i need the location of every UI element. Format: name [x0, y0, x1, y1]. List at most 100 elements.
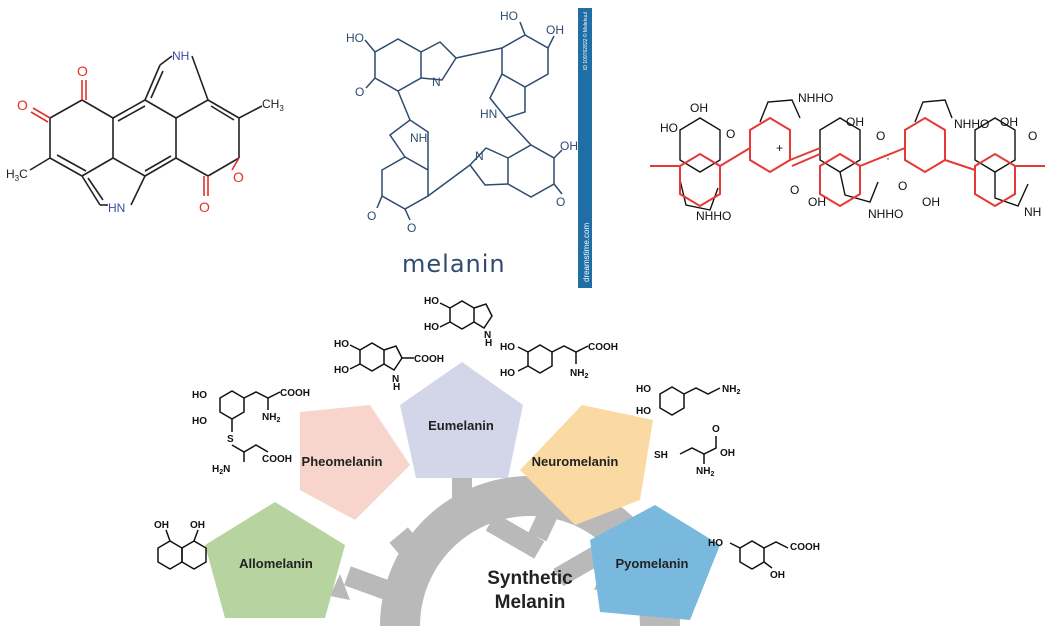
- polymer-nhho-2: NHHO: [798, 91, 833, 105]
- svg-text:H3C: H3C: [6, 167, 28, 183]
- dhica-ho-1: HO: [334, 339, 349, 350]
- dopa-nh: NH: [570, 368, 584, 379]
- polymer-oh-3: OH: [808, 195, 826, 209]
- dopa-nh-sub: 2: [584, 373, 588, 380]
- dhi-h: H: [485, 338, 492, 349]
- svg-text:O: O: [77, 63, 88, 79]
- svg-text:CH3: CH3: [262, 97, 284, 113]
- melanin-ho-1: HO: [346, 31, 364, 45]
- cysteine-o: O: [712, 424, 720, 435]
- svg-text:NH2: NH2: [262, 412, 280, 424]
- cys-s: S: [227, 434, 234, 445]
- structure-a-molecule: O O O O NH HN CH3 H3C: [6, 49, 284, 215]
- watermark-id: ID 109762822 © Molekuul: [582, 12, 589, 70]
- hga-cooh: COOH: [790, 542, 820, 553]
- dhica-cooh: COOH: [414, 354, 444, 365]
- polymer-ho-1: HO: [660, 121, 678, 135]
- melanin-o-3: O: [367, 209, 376, 223]
- dopamine-ho-1: HO: [636, 384, 651, 395]
- pheomelanin-pentagon: [300, 405, 410, 520]
- svg-text:O: O: [17, 97, 28, 113]
- cysteine-sh: SH: [654, 450, 668, 461]
- cys-ho-1: HO: [192, 390, 207, 401]
- cysteine-oh: OH: [720, 448, 735, 459]
- polymer-o-5: O: [1028, 129, 1037, 143]
- neuromelanin-pentagon: [520, 405, 653, 525]
- polymer-oh-2: OH: [846, 115, 864, 129]
- melanin-o-4: O: [407, 221, 416, 235]
- dhica-h: H: [393, 382, 400, 393]
- cys-ho-2: HO: [192, 416, 207, 427]
- melanin-ho-2: HO: [500, 9, 518, 23]
- pyomelanin-label: Pyomelanin: [616, 556, 689, 571]
- structure-b-molecule: HO O HO OH N HN NH N OH O O O melanin ID…: [346, 8, 592, 288]
- hga-ho: HO: [708, 538, 723, 549]
- polymer-oh-4: OH: [922, 195, 940, 209]
- melanin-o-1: O: [355, 85, 364, 99]
- nh-label-top: NH: [172, 49, 189, 63]
- cys-cooh-2: COOH: [262, 454, 292, 465]
- melanin-nh: NH: [410, 131, 427, 145]
- dopa-ho-2: HO: [500, 368, 515, 379]
- melanin-o-2: O: [556, 195, 565, 209]
- watermark-site: dreamstime.com: [582, 223, 591, 282]
- dopamine-nh-sub: 2: [736, 389, 740, 396]
- dhi-n: N: [484, 330, 491, 341]
- allomelanin-label: Allomelanin: [239, 556, 313, 571]
- center-line-2: Melanin: [495, 592, 566, 613]
- nh-label-bottom: HN: [108, 201, 125, 215]
- polymer-o-2: O: [876, 129, 885, 143]
- polymer-nhho-4: NHHO: [954, 117, 989, 131]
- melanin-oh-2: OH: [560, 139, 578, 153]
- melanin-hn: HN: [480, 107, 497, 121]
- hga-oh: OH: [770, 570, 785, 581]
- melanin-oh-1: OH: [546, 23, 564, 37]
- cys-nh-sub: 2: [276, 417, 280, 424]
- cys-h2n-h: H: [212, 464, 219, 475]
- dopa-cooh: COOH: [588, 342, 618, 353]
- synthetic-melanin-diagram: Synthetic Melanin Allomelanin Pheomelani…: [154, 296, 820, 626]
- svg-text:NH2: NH2: [722, 384, 740, 396]
- dhica-ho-2: HO: [334, 365, 349, 376]
- center-line-1: Synthetic: [487, 568, 573, 589]
- polymer-o-3: O: [790, 183, 799, 197]
- allomelanin-pentagon: [205, 502, 345, 618]
- polymer-o-1: O: [726, 127, 735, 141]
- neuromelanin-label: Neuromelanin: [532, 454, 619, 469]
- svg-text:H2N: H2N: [212, 464, 230, 476]
- pheomelanin-label: Pheomelanin: [302, 454, 383, 469]
- ch3-label: CH: [262, 97, 279, 111]
- svg-text:O: O: [199, 199, 210, 215]
- dhi-ho-2: HO: [424, 322, 439, 333]
- eumelanin-label: Eumelanin: [428, 418, 494, 433]
- melanin-n-2: N: [475, 149, 484, 163]
- h3c-subscript: 3: [15, 174, 20, 183]
- polymer-nhho-1: NHHO: [696, 209, 731, 223]
- melanin-caption: melanin: [402, 250, 506, 278]
- dopamine-nh: NH: [722, 384, 736, 395]
- polymer-nh: NH: [1024, 205, 1041, 219]
- polymer-o-4: O: [898, 179, 907, 193]
- dhn-oh-2: OH: [190, 520, 205, 531]
- svg-text:NH2: NH2: [570, 368, 588, 380]
- eumelanin-pentagon: [400, 362, 523, 478]
- cys-h2n-n: N: [223, 464, 230, 475]
- dopa-ho-1: HO: [500, 342, 515, 353]
- watermark-bar: [578, 8, 592, 288]
- pyomelanin-pentagon: [590, 505, 720, 620]
- cys-cooh-1: COOH: [280, 388, 310, 399]
- svg-text:NH2: NH2: [696, 466, 714, 478]
- dhica-n: N: [392, 374, 399, 385]
- cys-nh: NH: [262, 412, 276, 423]
- dhn-oh-1: OH: [154, 520, 169, 531]
- melanin-n-1: N: [432, 75, 441, 89]
- h3c-c: C: [19, 167, 28, 181]
- polymer-dot: ·: [886, 151, 890, 165]
- structure-c-molecule: HO OH O NHHO NHHO OH O + · O OH NHHO OH …: [650, 91, 1045, 223]
- dhi-ho-1: HO: [424, 296, 439, 307]
- cys-h2n-sub: 2: [219, 469, 223, 476]
- polymer-plus: +: [776, 141, 783, 155]
- dopamine-ho-2: HO: [636, 406, 651, 417]
- h3c-h: H: [6, 167, 15, 181]
- ch3-subscript: 3: [279, 104, 284, 113]
